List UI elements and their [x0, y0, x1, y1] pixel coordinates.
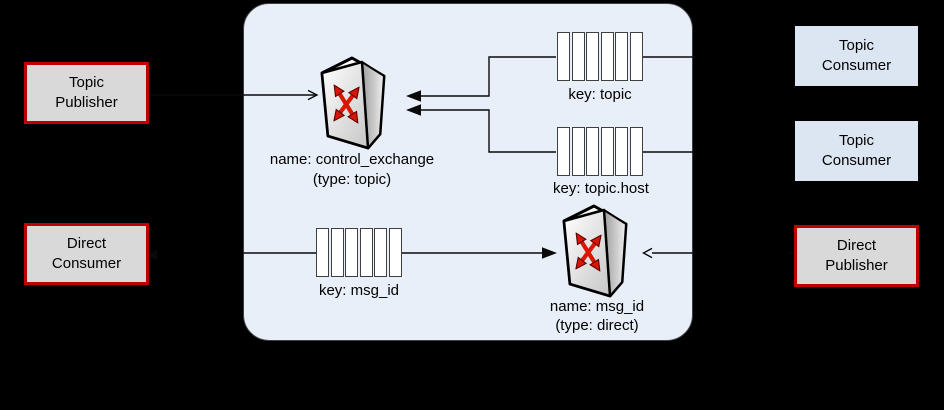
- wire-queue-topic-host-to-control-exchange: [421, 109, 556, 153]
- queue-msg-id: [316, 228, 402, 277]
- queue-topic-host: [557, 127, 643, 176]
- wire-queue-topic-to-control-exchange: [421, 56, 556, 97]
- queue-cell: [615, 32, 629, 81]
- direct-consumer-label-line1: Direct: [66, 235, 107, 252]
- direct-publisher-box: Direct Publisher: [794, 225, 919, 287]
- filled-arrowhead-queue-topic-host: [406, 104, 421, 116]
- msg-id-exchange-icon: [562, 204, 628, 298]
- open-arrowhead-into-control-exchange: [307, 89, 319, 101]
- open-arrowhead-into-msg-id-exchange: [642, 247, 653, 259]
- queue-cell: [629, 127, 643, 176]
- filled-arrowhead-queue-topic: [406, 90, 421, 102]
- msg-id-exchange-type-label: (type: direct): [555, 317, 639, 334]
- topic-consumer-2-label-line1: Topic: [838, 132, 875, 149]
- topic-consumer-1-label-line1: Topic: [838, 37, 875, 54]
- control-exchange-type-label: (type: topic): [312, 171, 392, 188]
- queue-cell: [316, 228, 330, 277]
- queue-topic: [557, 32, 643, 81]
- topic-publisher-box: Topic Publisher: [24, 62, 149, 124]
- queue-cell: [629, 32, 643, 81]
- crossed-arrows-icon: [336, 88, 357, 120]
- topic-consumer-box-2: Topic Consumer: [794, 120, 919, 182]
- queue-cell: [586, 127, 600, 176]
- queue-cell: [359, 228, 373, 277]
- topic-consumer-1-label-line2: Consumer: [821, 57, 892, 74]
- queue-cell: [345, 228, 359, 277]
- queue-cell: [615, 127, 629, 176]
- topic-publisher-label-line1: Topic: [68, 74, 105, 91]
- queue-cell: [586, 32, 600, 81]
- topic-consumer-2-label-line2: Consumer: [821, 152, 892, 169]
- queue-topic-host-key-label: key: topic.host: [553, 180, 649, 197]
- queue-cell: [557, 127, 571, 176]
- queue-cell: [571, 127, 585, 176]
- topic-publisher-label-line2: Publisher: [55, 94, 118, 111]
- direct-publisher-label-line2: Publisher: [825, 257, 888, 274]
- filled-arrowhead-into-msg-id-exchange: [542, 247, 557, 259]
- filled-arrowhead-into-direct-consumer: [146, 249, 157, 261]
- crossed-arrows-icon: [578, 236, 599, 268]
- direct-consumer-label-line2: Consumer: [51, 255, 122, 272]
- control-exchange-icon: [320, 56, 386, 150]
- queue-cell: [571, 32, 585, 81]
- queue-cell: [557, 32, 571, 81]
- msg-id-exchange-name-label: name: msg_id: [549, 298, 645, 315]
- queue-topic-key-label: key: topic: [568, 86, 632, 103]
- queue-msg-id-key-label: key: msg_id: [318, 282, 400, 299]
- control-exchange-name-label: name: control_exchange: [269, 151, 435, 168]
- queue-cell: [600, 127, 614, 176]
- queue-cell: [600, 32, 614, 81]
- direct-consumer-box: Direct Consumer: [24, 223, 149, 285]
- queue-cell: [374, 228, 388, 277]
- topic-consumer-box-1: Topic Consumer: [794, 25, 919, 87]
- direct-publisher-label-line1: Direct: [836, 237, 877, 254]
- queue-cell: [388, 228, 402, 277]
- queue-cell: [330, 228, 344, 277]
